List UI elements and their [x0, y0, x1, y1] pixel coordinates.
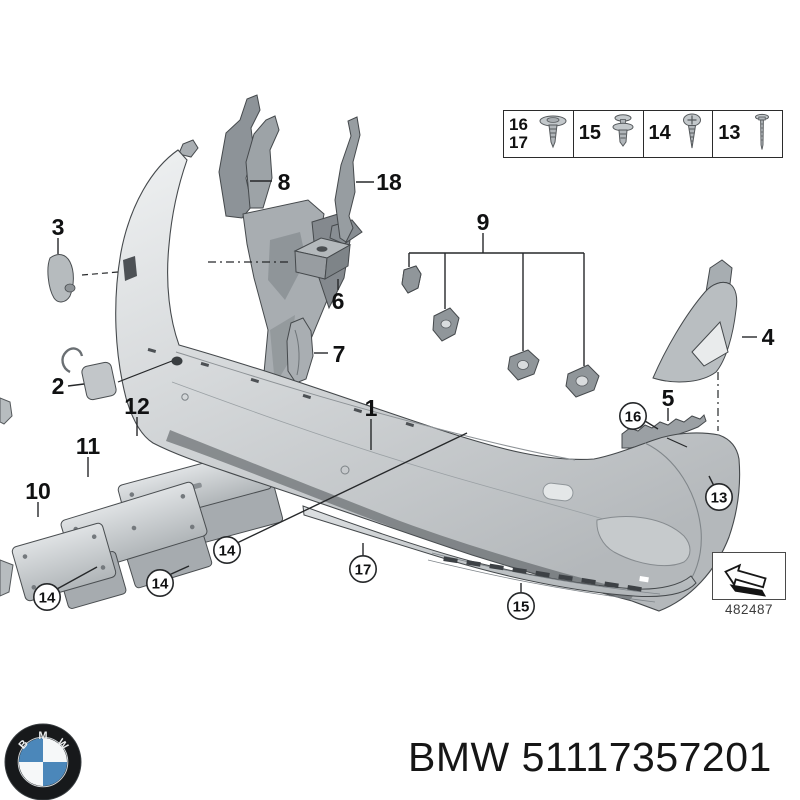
- leader-line: [236, 432, 468, 544]
- part-4-side-support: [652, 259, 738, 383]
- legend-cell-14: 14: [644, 111, 714, 157]
- leader-line: [644, 420, 659, 430]
- callout-circle-13: [704, 482, 733, 511]
- direction-arrow-icon: [724, 563, 767, 597]
- callout-circle-14: [32, 582, 61, 611]
- callout-number-4: 4: [762, 324, 775, 350]
- thumbnail-code: 482487: [724, 602, 774, 617]
- leader-line: [81, 271, 119, 276]
- legend-cell-13: 13: [713, 111, 782, 157]
- flank-vent: [123, 256, 137, 281]
- part-17-lower-valance: [302, 505, 697, 603]
- part-number-text: BMW 51117357201: [408, 734, 772, 780]
- callout-number-18: 18: [376, 169, 402, 195]
- edge-fragments: [0, 397, 14, 597]
- callout-number-12: 12: [124, 393, 150, 419]
- callout-number-17: 17: [355, 561, 372, 578]
- part-15-grille-strip-slots: [443, 556, 649, 592]
- callout-circle-14: [213, 535, 242, 564]
- fastener-legend-table: 16 17 15 14: [503, 110, 783, 158]
- callout-number-14b: 14: [152, 575, 169, 592]
- washer-cover-opening: [542, 482, 574, 502]
- expansion-rivet-icon: [606, 112, 640, 157]
- lip-slots: [147, 347, 415, 428]
- legend-cell-15: 15: [574, 111, 644, 157]
- part-18-side-bracket: [329, 116, 363, 245]
- flat-head-rivet-icon: [536, 112, 570, 157]
- callout-number-14c: 14: [219, 542, 236, 559]
- part-2-tow-eye-cover: [61, 347, 117, 401]
- part-10-plate-base: [11, 522, 127, 609]
- callout-number-8: 8: [278, 169, 291, 195]
- callout-number-5: 5: [662, 385, 675, 411]
- callout-circle-14: [146, 568, 175, 597]
- part-7-corner-bracket: [286, 317, 314, 384]
- tow-eye-hole: [171, 356, 183, 366]
- roundel-letter-m: M: [38, 730, 47, 742]
- legend-label: 17: [509, 133, 528, 152]
- direction-thumbnail: 482487: [712, 552, 786, 617]
- callout-circle-17: [348, 554, 377, 583]
- callout-number-14a: 14: [39, 589, 56, 606]
- callout-number-16: 16: [625, 408, 642, 425]
- part-6-mount-bracket: [293, 237, 352, 280]
- callout-number-15: 15: [513, 598, 530, 615]
- callout-number-9: 9: [477, 209, 490, 235]
- legend-label: 14: [648, 122, 671, 145]
- part-9-clip-set: [401, 265, 600, 398]
- flange-screw-icon: [745, 112, 779, 157]
- legend-label: 15: [578, 122, 601, 145]
- tapping-screw-icon: [675, 112, 709, 157]
- part-1-front-bumper-cover: [115, 149, 741, 612]
- callout-number-7: 7: [333, 341, 346, 367]
- callout-number-10: 10: [25, 478, 51, 504]
- leader-line: [168, 565, 190, 576]
- fog-recess: [596, 516, 691, 567]
- callout-number-13: 13: [711, 489, 728, 506]
- callout-circle-16: [618, 401, 647, 430]
- bmw-roundel-logo: B M W: [4, 723, 82, 800]
- leader-line: [67, 383, 85, 387]
- callout-number-2: 2: [52, 373, 65, 399]
- part-3-washer-cover: [47, 254, 76, 303]
- leader-line: [666, 437, 688, 448]
- callout-number-6: 6: [332, 288, 345, 314]
- callout-circle-15: [506, 591, 535, 620]
- callout-number-1: 1: [365, 395, 378, 421]
- legend-cell-16-17: 16 17: [504, 111, 574, 157]
- callout-number-11: 11: [76, 433, 101, 459]
- legend-label: 13: [718, 122, 741, 145]
- direction-arrow-box: [712, 552, 786, 600]
- legend-label: 16: [509, 114, 528, 134]
- callout-number-3: 3: [52, 214, 65, 240]
- leader-line: [56, 566, 98, 590]
- leader-line: [117, 360, 173, 383]
